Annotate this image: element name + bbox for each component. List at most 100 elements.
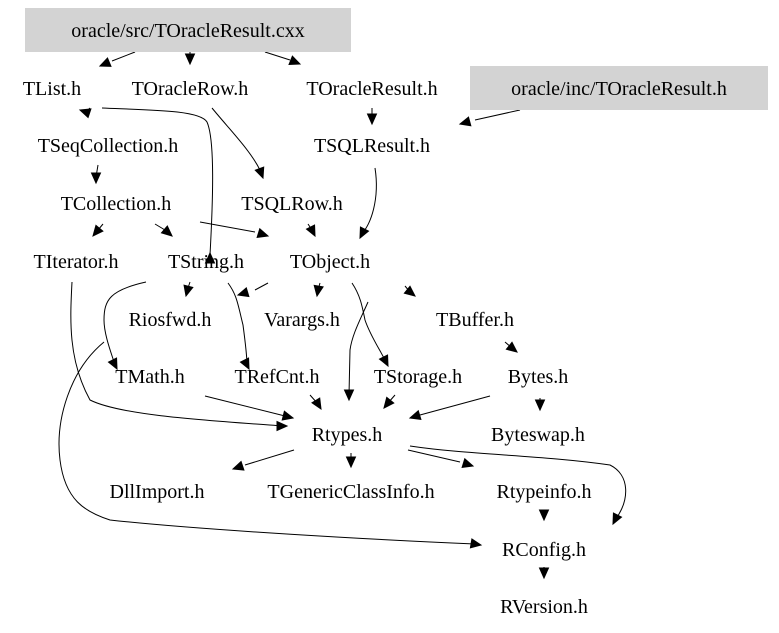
node-label: TCollection.h [61, 193, 172, 215]
arrowhead-icon [378, 354, 389, 368]
arrowhead-icon [345, 456, 357, 469]
edge-toracleresult-tsqlresult [366, 108, 378, 126]
arrowhead-icon [231, 460, 245, 471]
edge-tcollection-tobject [199, 221, 270, 238]
node-label: TString.h [168, 251, 244, 273]
node-rversion[interactable]: RVersion.h [500, 596, 588, 618]
node-tseqcollection[interactable]: TSeqCollection.h [38, 135, 179, 157]
node-tbuffer[interactable]: TBuffer.h [436, 309, 514, 331]
node-label: TGenericClassInfo.h [267, 481, 434, 503]
arrowhead-icon [469, 538, 483, 549]
edge-rtypes-rtypeinfo [407, 449, 475, 468]
node-tobject[interactable]: TObject.h [290, 251, 370, 273]
edge-tstring-trefcnt [227, 282, 250, 371]
node-box [470, 66, 768, 110]
arrowhead-icon [305, 224, 316, 238]
arrowhead-icon [98, 57, 112, 67]
node-titerator[interactable]: TIterator.h [34, 251, 119, 273]
node-dllimport[interactable]: DllImport.h [110, 481, 205, 503]
node-label: TSQLRow.h [241, 193, 342, 215]
edge-rtypes-dllimport [231, 449, 295, 471]
node-rconfig[interactable]: RConfig.h [502, 539, 586, 561]
edges-layer [58, 51, 627, 580]
arrowhead-icon [612, 512, 623, 526]
arrowhead-icon [538, 509, 550, 522]
arrowhead-icon [505, 341, 518, 353]
arrowhead-icon [204, 251, 216, 264]
arrowhead-icon [313, 284, 324, 298]
node-toraclerow[interactable]: TOracleRow.h [132, 78, 249, 100]
node-label: TSeqCollection.h [38, 135, 179, 157]
node-label: TMath.h [115, 366, 184, 388]
edge-tstring-riosfwd [183, 281, 194, 298]
arrowhead-icon [538, 567, 550, 580]
edge-tlist-tseqcollection [78, 107, 92, 119]
node-tgenericclassinfo[interactable]: TGenericClassInfo.h [267, 481, 434, 503]
arrowhead-icon [281, 410, 295, 421]
arrowhead-icon [408, 409, 422, 421]
node-src[interactable]: oracle/src/TOracleResult.cxx [25, 8, 351, 52]
edge-line [362, 167, 377, 233]
edge-tcollection-titerator [92, 223, 104, 237]
arrowhead-icon [184, 53, 196, 66]
arrowhead-icon [288, 55, 302, 65]
node-tstorage[interactable]: TStorage.h [374, 366, 462, 388]
arrowhead-icon [366, 113, 378, 126]
edge-rtypes-rconfig [409, 445, 627, 526]
arrowhead-icon [343, 389, 355, 402]
node-rtypeinfo[interactable]: Rtypeinfo.h [497, 481, 592, 503]
node-rtypes[interactable]: Rtypes.h [312, 424, 383, 446]
node-label: TRefCnt.h [235, 366, 320, 388]
node-inc[interactable]: oracle/inc/TOracleResult.h [470, 66, 768, 110]
node-tlist[interactable]: TList.h [23, 78, 81, 100]
node-label: Riosfwd.h [129, 309, 212, 331]
arrowhead-icon [160, 225, 173, 237]
node-tstring[interactable]: TString.h [168, 251, 244, 273]
edge-tmath-rtypes [204, 395, 295, 421]
node-label: RConfig.h [502, 539, 586, 561]
edge-line [348, 301, 369, 396]
arrowhead-icon [90, 172, 102, 185]
node-riosfwd[interactable]: Riosfwd.h [129, 309, 212, 331]
edge-tcollection-tstring [154, 223, 173, 237]
arrowhead-icon [254, 166, 265, 180]
node-label: Rtypeinfo.h [497, 481, 592, 503]
node-label: TBuffer.h [436, 309, 514, 331]
node-label: Rtypes.h [312, 424, 383, 446]
edge-tobject-rtypes [343, 301, 369, 402]
node-label: Bytes.h [508, 366, 569, 388]
edge-riosfwd-rconfig [58, 341, 483, 549]
arrowhead-icon [311, 397, 322, 411]
node-tsqlrow[interactable]: TSQLRow.h [241, 193, 342, 215]
edge-bytes-rtypes [408, 395, 491, 421]
edge-line [103, 281, 147, 366]
edge-src-toraclerow [184, 52, 196, 66]
edge-line [254, 282, 269, 291]
edge-line [199, 221, 256, 233]
node-toracleresult[interactable]: TOracleResult.h [306, 78, 437, 100]
arrowhead-icon [78, 108, 92, 119]
edge-line [407, 449, 461, 463]
node-label: TOracleResult.h [306, 78, 437, 100]
node-bytes[interactable]: Bytes.h [508, 366, 569, 388]
edge-inc-tsqlresult [458, 109, 521, 127]
node-tsqlresult[interactable]: TSQLResult.h [314, 135, 430, 157]
edge-tobject-varargs [313, 282, 324, 298]
edge-titerator-rtypes [70, 281, 289, 432]
node-byteswap[interactable]: Byteswap.h [491, 424, 585, 446]
node-tmath[interactable]: TMath.h [115, 366, 184, 388]
edge-line [409, 445, 627, 521]
node-varargs[interactable]: Varargs.h [264, 309, 340, 331]
edge-tobject-riosfwd [236, 282, 269, 298]
node-label: oracle/src/TOracleResult.cxx [71, 20, 304, 42]
edge-tbuffer-bytes [504, 341, 518, 353]
node-label: Byteswap.h [491, 424, 585, 446]
edge-line [211, 107, 261, 171]
node-label: oracle/inc/TOracleResult.h [511, 78, 727, 100]
node-trefcnt[interactable]: TRefCnt.h [235, 366, 320, 388]
arrowhead-icon [383, 396, 395, 409]
node-label: TList.h [23, 78, 81, 100]
node-tcollection[interactable]: TCollection.h [61, 193, 172, 215]
arrowhead-icon [461, 457, 475, 468]
edge-toraclerow-tsqlrow [211, 107, 265, 180]
